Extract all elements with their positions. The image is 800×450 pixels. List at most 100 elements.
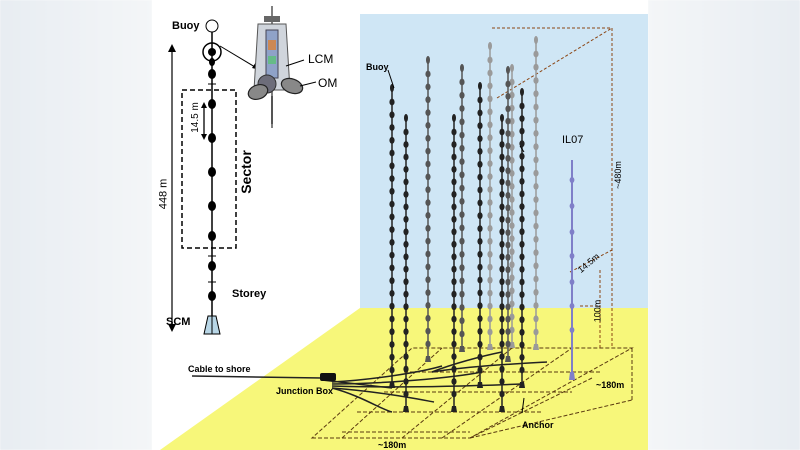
storey-module [533, 63, 539, 71]
storey-module [509, 248, 515, 256]
storey-module [509, 287, 515, 295]
storey-module [519, 303, 525, 311]
storey-module [459, 131, 465, 139]
storey-module [505, 142, 511, 150]
storey-module [389, 251, 395, 259]
storey-module [389, 277, 395, 285]
lcm-label: LCM [308, 52, 334, 66]
scm-label: SCM [166, 316, 191, 328]
storey-module [425, 160, 431, 168]
storey-module [403, 353, 409, 360]
cable-to-shore-label: Cable to shore [188, 364, 251, 374]
storey-module [425, 212, 431, 219]
storey-module [499, 278, 505, 286]
storey-module [389, 290, 395, 297]
storey-module [509, 91, 515, 99]
storey-module [477, 328, 483, 335]
storey-module [505, 328, 511, 335]
storey-module [451, 265, 457, 273]
storey-module [487, 121, 493, 129]
storey-module [425, 147, 431, 155]
storey-module [477, 263, 483, 271]
string-buoy [478, 82, 482, 90]
storey-module [451, 340, 457, 348]
storey-module [451, 290, 457, 298]
storey-module [499, 265, 505, 273]
storey-module [487, 315, 493, 323]
storey-module [499, 128, 505, 136]
storey-module [509, 183, 515, 190]
storey-module [477, 302, 483, 310]
storey-module [403, 166, 409, 173]
storey-module [459, 304, 465, 311]
storey-module [477, 340, 483, 348]
storey-module [403, 290, 409, 298]
storey-module [425, 186, 431, 194]
storey-module [403, 328, 409, 335]
storey-module [425, 109, 431, 116]
storey-module [487, 108, 493, 116]
storey-module [403, 178, 409, 186]
storey-module [389, 366, 395, 374]
storey-module [477, 250, 483, 258]
seabed-cables [191, 351, 548, 413]
detector-line [533, 36, 539, 350]
storey-module [505, 117, 511, 125]
storey-module [389, 111, 395, 119]
storey-module [477, 315, 483, 322]
storey-module [403, 253, 409, 261]
storey-module [499, 203, 505, 211]
storey-module [487, 56, 493, 64]
storey-module [499, 153, 505, 161]
detector-line [459, 64, 465, 352]
il07-module [569, 253, 575, 259]
storey-module [505, 80, 511, 88]
storey-module [451, 378, 457, 385]
storey-module [533, 262, 539, 270]
width-180-right-label: ~180m [596, 380, 625, 390]
il07-module [569, 327, 575, 333]
storey-module [487, 147, 493, 155]
storey-module [389, 175, 395, 183]
storey-module [425, 199, 431, 207]
il07-module [569, 279, 575, 285]
storey-module [519, 366, 525, 374]
storey-module [477, 238, 483, 245]
storey-module [487, 328, 493, 336]
storey-module [389, 328, 395, 336]
storey-module [505, 154, 511, 162]
storey-module [509, 104, 515, 112]
storey-module [519, 291, 525, 298]
storey-module [451, 315, 457, 323]
storey-module [425, 224, 431, 232]
storey-module [499, 353, 505, 360]
storey-module [533, 156, 539, 164]
detector-line [505, 66, 511, 362]
storey-module [451, 278, 457, 286]
storey-module [389, 315, 395, 323]
storey-module [403, 203, 409, 211]
storey-module [519, 203, 525, 211]
storey-module [509, 326, 515, 334]
storey-module [477, 96, 483, 104]
storey-module [509, 78, 515, 86]
detector-line [451, 114, 457, 412]
storey-module [499, 228, 505, 236]
storey-module [487, 160, 493, 168]
storey-module [487, 276, 493, 284]
storey-module [499, 166, 505, 173]
storey-module [389, 136, 395, 144]
storey-module [451, 178, 457, 186]
storey-module [519, 341, 525, 349]
storey-module [389, 353, 395, 361]
storey-module [459, 91, 465, 99]
storey-module [533, 288, 539, 296]
storey-module [487, 250, 493, 258]
storey-module [451, 141, 457, 148]
storey-module [499, 290, 505, 298]
storey-module [505, 315, 511, 323]
storey-module [403, 365, 409, 373]
storey-module [533, 315, 539, 323]
storey-module [477, 186, 483, 194]
storey-module [505, 253, 511, 261]
